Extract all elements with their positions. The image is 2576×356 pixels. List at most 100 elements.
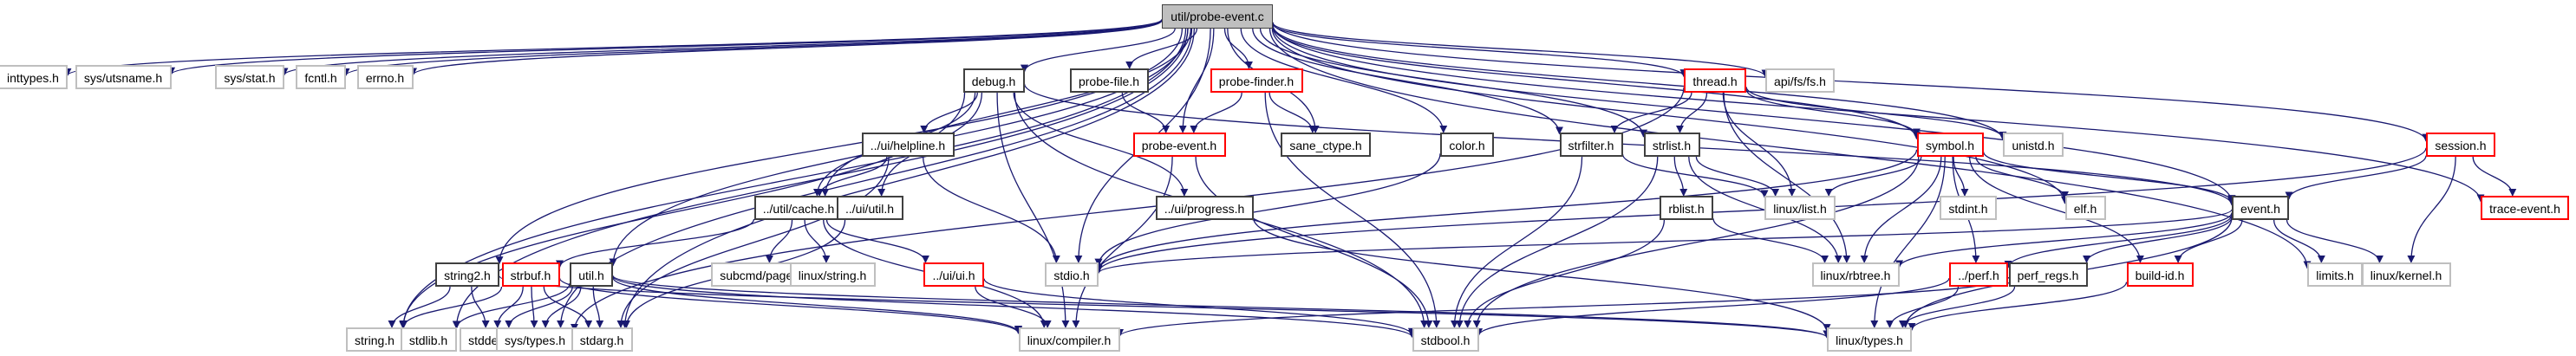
edge-session-to-kernel <box>2407 156 2456 263</box>
node-fcntl[interactable]: fcntl.h <box>296 65 346 89</box>
edge-symbol-to-stdint <box>1953 156 1969 197</box>
edge-root-to-stdarg <box>621 28 1195 328</box>
node-debug[interactable]: debug.h <box>962 68 1025 93</box>
node-string2[interactable]: string2.h <box>435 262 499 287</box>
node-perfregs[interactable]: perf_regs.h <box>2008 262 2088 287</box>
edge-root-to-color <box>1240 28 1448 133</box>
edge-event-to-perfregs <box>2083 217 2233 263</box>
node-unistd[interactable]: unistd.h <box>2003 133 2064 157</box>
node-perf[interactable]: ../perf.h <box>1949 262 2008 287</box>
edge-root-to-limits <box>1268 28 2312 269</box>
edge-strbuf-to-stringh <box>399 286 503 329</box>
node-stdbool[interactable]: stdbool.h <box>1412 327 1479 352</box>
edge-strfilter-to-stdbool <box>1450 156 1583 328</box>
edge-color-to-stdio <box>1094 153 1441 267</box>
node-util[interactable]: util.h <box>570 262 613 287</box>
node-stdlib[interactable]: stdlib.h <box>400 327 457 352</box>
node-uiui[interactable]: ../ui/ui.h <box>923 262 984 287</box>
node-strfilter[interactable]: strfilter.h <box>1559 133 1623 157</box>
node-cache[interactable]: ../util/cache.h <box>753 196 844 220</box>
node-helpline[interactable]: ../ui/helpline.h <box>861 133 955 157</box>
node-strlist[interactable]: strlist.h <box>1643 133 1700 157</box>
edge-root-to-probefinder <box>1223 28 1254 69</box>
node-stdarg[interactable]: stdarg.h <box>571 327 633 352</box>
edge-cache-to-uiui <box>825 219 929 263</box>
node-thread[interactable]: thread.h <box>1684 68 1746 93</box>
edge-perfregs-to-compiler <box>1116 276 2010 338</box>
node-symbol[interactable]: symbol.h <box>1916 133 1984 157</box>
edge-root-to-errno <box>409 20 1163 76</box>
edge-root-to-symbol <box>1272 26 1921 140</box>
node-rblist[interactable]: rblist.h <box>1660 196 1713 220</box>
edge-util-to-compiler <box>612 277 1022 333</box>
node-color[interactable]: color.h <box>1440 133 1494 157</box>
edge-root-to-event <box>1272 26 2236 204</box>
edge-probefile-to-probeevent <box>1121 92 1171 133</box>
node-probefile[interactable]: probe-file.h <box>1069 68 1149 93</box>
node-event[interactable]: event.h <box>2232 196 2289 220</box>
edge-symbol-to-linuxtypes <box>1870 156 1946 328</box>
node-buildid[interactable]: build-id.h <box>2126 262 2194 287</box>
edge-event-to-buildid <box>2174 219 2243 263</box>
edge-cache-to-pager <box>765 219 793 263</box>
edge-helpline-to-stdio <box>922 156 1060 263</box>
edge-string2-to-stringh <box>388 286 451 328</box>
edge-helpline-to-cache <box>815 156 888 197</box>
edge-root-to-elf <box>1271 28 2069 204</box>
edge-strfilter-to-linuxlist <box>1621 153 1769 198</box>
node-linuxtypes[interactable]: linux/types.h <box>1827 327 1912 352</box>
edge-symbol-to-stdio <box>1094 149 1918 272</box>
edge-strlist-to-linuxlist <box>1695 156 1780 197</box>
edge-root-to-strfilter <box>1252 28 1564 135</box>
node-stdio[interactable]: stdio.h <box>1045 262 1099 287</box>
node-linuxlist[interactable]: linux/list.h <box>1764 196 1836 220</box>
edge-root-to-utsname <box>167 18 1163 75</box>
edge-util-to-stdlib <box>452 282 571 329</box>
edge-root-to-cache <box>821 28 1192 197</box>
edge-root-to-probefile <box>1125 28 1197 69</box>
edge-strbuf-to-compiler <box>558 277 1022 334</box>
node-systypes[interactable]: sys/types.h <box>495 327 575 352</box>
edge-thread-to-unistd <box>1745 87 2007 139</box>
edge-event-to-perf <box>2004 214 2233 269</box>
edge-strlist-to-rblist <box>1673 156 1688 197</box>
edge-probefinder-to-sanectype <box>1268 92 1317 133</box>
node-errno[interactable]: errno.h <box>356 65 414 89</box>
edge-event-to-kernel <box>2286 219 2384 263</box>
node-session[interactable]: session.h <box>2426 133 2495 157</box>
node-utsname[interactable]: sys/utsname.h <box>75 65 172 89</box>
node-apifs[interactable]: api/fs/fs.h <box>1765 68 1835 93</box>
node-strbuf[interactable]: strbuf.h <box>501 262 560 287</box>
node-linuxstring[interactable]: linux/string.h <box>789 262 876 287</box>
node-kernel[interactable]: linux/kernel.h <box>2361 262 2451 287</box>
node-stringh[interactable]: string.h <box>346 327 403 352</box>
node-probeevent[interactable]: probe-event.h <box>1132 133 1226 157</box>
edge-root-to-thread <box>1272 23 1688 78</box>
edge-cache-to-strbuf <box>556 218 755 269</box>
edge-util-to-stddef <box>505 286 573 328</box>
edge-probefinder-to-stdbool <box>1264 92 1441 328</box>
edge-util-to-linuxtypes <box>612 275 1831 339</box>
node-compiler[interactable]: linux/compiler.h <box>1018 327 1120 352</box>
node-inttypes[interactable]: inttypes.h <box>0 65 68 89</box>
node-sanectype[interactable]: sane_ctype.h <box>1281 133 1371 157</box>
edge-util-to-stdbool <box>612 275 1416 338</box>
node-root[interactable]: util/probe-event.c <box>1162 4 1273 29</box>
edge-perfregs-to-linuxtypes <box>1898 286 2016 328</box>
node-probefinder[interactable]: probe-finder.h <box>1210 68 1303 93</box>
edge-symbol-to-stdbool <box>1472 156 1920 328</box>
edge-root-to-apifs <box>1272 22 1770 78</box>
node-traceevent[interactable]: trace-event.h <box>2481 196 2569 220</box>
node-uiutil[interactable]: ../ui/util.h <box>836 196 903 220</box>
node-stdint[interactable]: stdint.h <box>1940 196 1997 220</box>
node-rbtree[interactable]: linux/rbtree.h <box>1811 262 1900 287</box>
node-stat[interactable]: sys/stat.h <box>215 65 284 89</box>
edge-root-to-stat <box>280 19 1163 76</box>
node-limits[interactable]: limits.h <box>2307 262 2363 287</box>
node-progress[interactable]: ../ui/progress.h <box>1155 196 1254 220</box>
edge-root-to-unistd <box>1272 25 2007 141</box>
node-elf[interactable]: elf.h <box>2064 196 2106 220</box>
edge-root-to-session <box>1272 22 2430 142</box>
edge-uiui-to-stdbool <box>983 278 1416 336</box>
edge-symbol-to-elf <box>1975 156 2070 199</box>
